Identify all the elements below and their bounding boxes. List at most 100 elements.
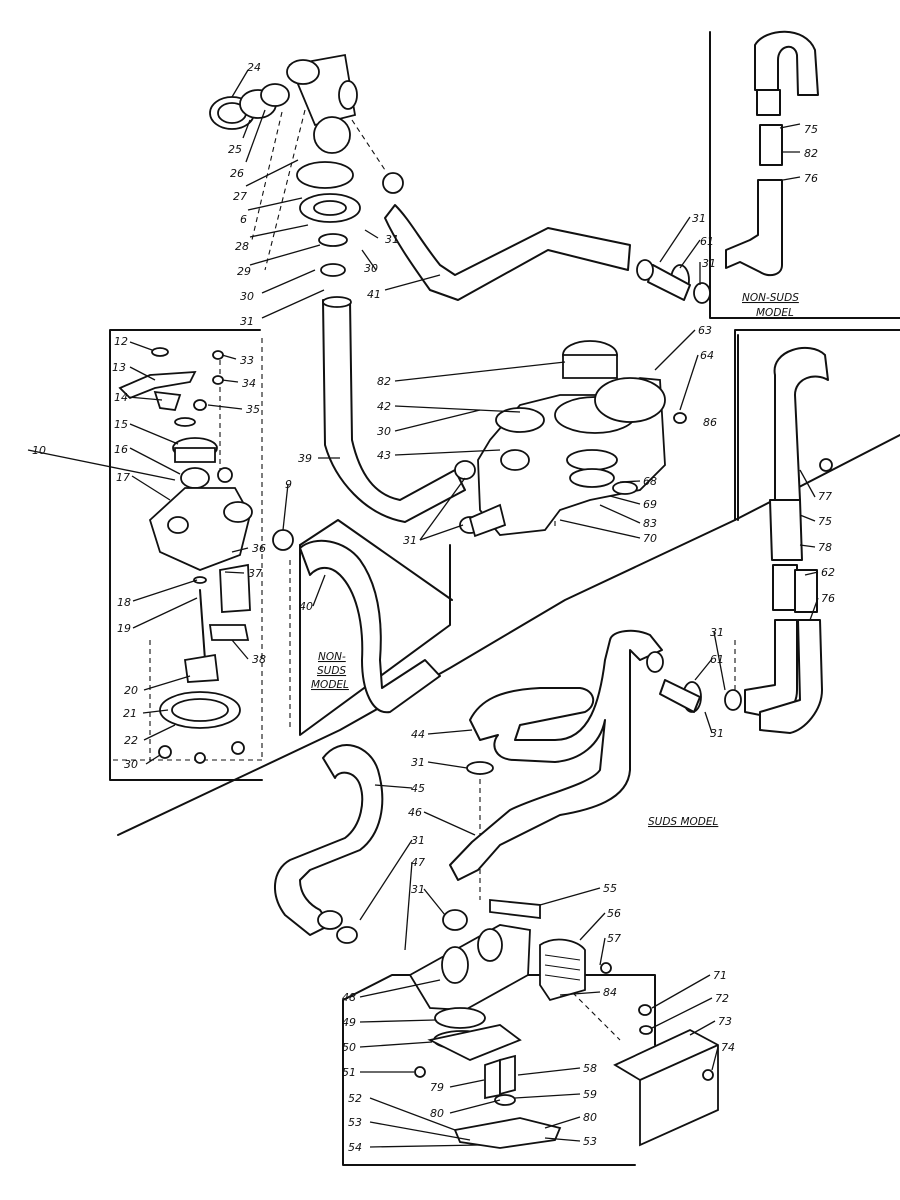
callout: 59 [583,1088,597,1101]
callout: 75 [818,515,832,528]
callout: 30 [124,758,138,771]
callout: 45 [411,782,425,795]
callout: 47 [411,856,425,869]
callout: 52 [348,1092,362,1105]
callout: 76 [821,592,835,605]
callout: 15 [114,418,128,431]
callout: 31 [692,212,706,225]
callout: 18 [117,596,131,609]
non-suds-top-caption-2: MODEL [756,307,794,319]
callout: 79 [430,1081,444,1094]
callout: 34 [242,377,256,390]
callout: 61 [700,235,714,248]
callout: 44 [411,728,425,741]
pipe-40 [272,529,441,714]
callout: 64 [700,349,714,362]
callout: 20 [124,684,138,697]
callout: 50 [342,1041,356,1054]
carburetor-assembly [118,347,253,764]
callout: 41 [367,288,381,301]
suds-model-caption: SUDS MODEL [648,816,718,828]
callout: 84 [603,986,617,999]
callout: 51 [342,1066,356,1079]
callout: 38 [252,653,266,666]
callout: 71 [713,969,727,982]
callout: 14 [114,391,128,404]
callout-labels: 24 25 26 27 6 28 29 30 31 30 31 41 31 61… [32,61,835,1154]
callout: 35 [246,403,260,416]
callout: 57 [607,932,621,945]
callout: 31 [710,727,724,740]
callout: 40 [299,600,313,613]
pipe-right-suds [744,346,833,734]
callout: 31 [240,315,254,328]
callout: 83 [643,517,657,530]
central-pump [454,340,687,538]
callout: 69 [643,498,657,511]
callout: 21 [123,707,137,720]
callout: 48 [342,991,356,1004]
pipe-44-46 [449,629,742,881]
callout: 46 [408,806,422,819]
callout: 39 [298,452,312,465]
callout: 82 [377,375,391,388]
callout: 80 [430,1107,444,1120]
callout: 10 [32,444,46,457]
callout: 31 [710,626,724,639]
callout: 25 [228,143,242,156]
non-suds-left-caption-2: SUDS [317,665,346,677]
callout: 63 [698,324,712,337]
valve-assembly-top [209,53,404,277]
callout: 55 [603,882,617,895]
callout: 6 [240,213,247,226]
callout: 70 [643,532,657,545]
callout: 13 [112,361,126,374]
callout: 53 [348,1116,362,1129]
non-suds-top-caption-1: NON-SUDS [742,292,799,304]
callout: 62 [821,566,835,579]
non-suds-left-caption-1: NON- [318,651,346,663]
callout: 76 [804,172,818,185]
callout: 78 [818,541,832,554]
callout: 73 [718,1015,732,1028]
callout: 12 [114,335,128,348]
callout: 31 [411,756,425,769]
callout: 68 [643,475,657,488]
callout: 27 [233,190,247,203]
callout: 24 [247,61,261,74]
callout: 33 [240,354,254,367]
callout: 61 [710,653,724,666]
callout: 31 [411,883,425,896]
callout: 26 [230,167,244,180]
callout: 56 [607,907,621,920]
callout: 82 [804,147,818,160]
callout: 42 [377,400,391,413]
callout: 31 [411,834,425,847]
callout: 74 [721,1041,735,1054]
pipe-41 [384,204,711,304]
bracket-73 [613,1004,719,1147]
callout: 53 [583,1135,597,1148]
leader-lines [27,69,819,1148]
callout: 19 [117,622,131,635]
callout: 30 [364,262,378,275]
callout: 77 [818,490,832,503]
panel-captions: NON-SUDS MODEL NON- SUDS MODEL SUDS MODE… [311,292,799,828]
callout: 17 [116,471,130,484]
callout: 31 [403,534,417,547]
callout: 49 [342,1016,356,1029]
callout: 9 [285,478,292,491]
callout: 30 [377,425,391,438]
pipe-45 [273,744,384,944]
callout: 80 [583,1111,597,1124]
callout: 58 [583,1062,597,1075]
callout: 31 [385,233,399,246]
callout: 30 [240,290,254,303]
callout: 37 [248,567,262,580]
callout: 43 [377,449,391,462]
callout: 86 [703,416,717,429]
callout: 54 [348,1141,362,1154]
suds-pump [408,899,612,1149]
callout: 72 [715,992,729,1005]
